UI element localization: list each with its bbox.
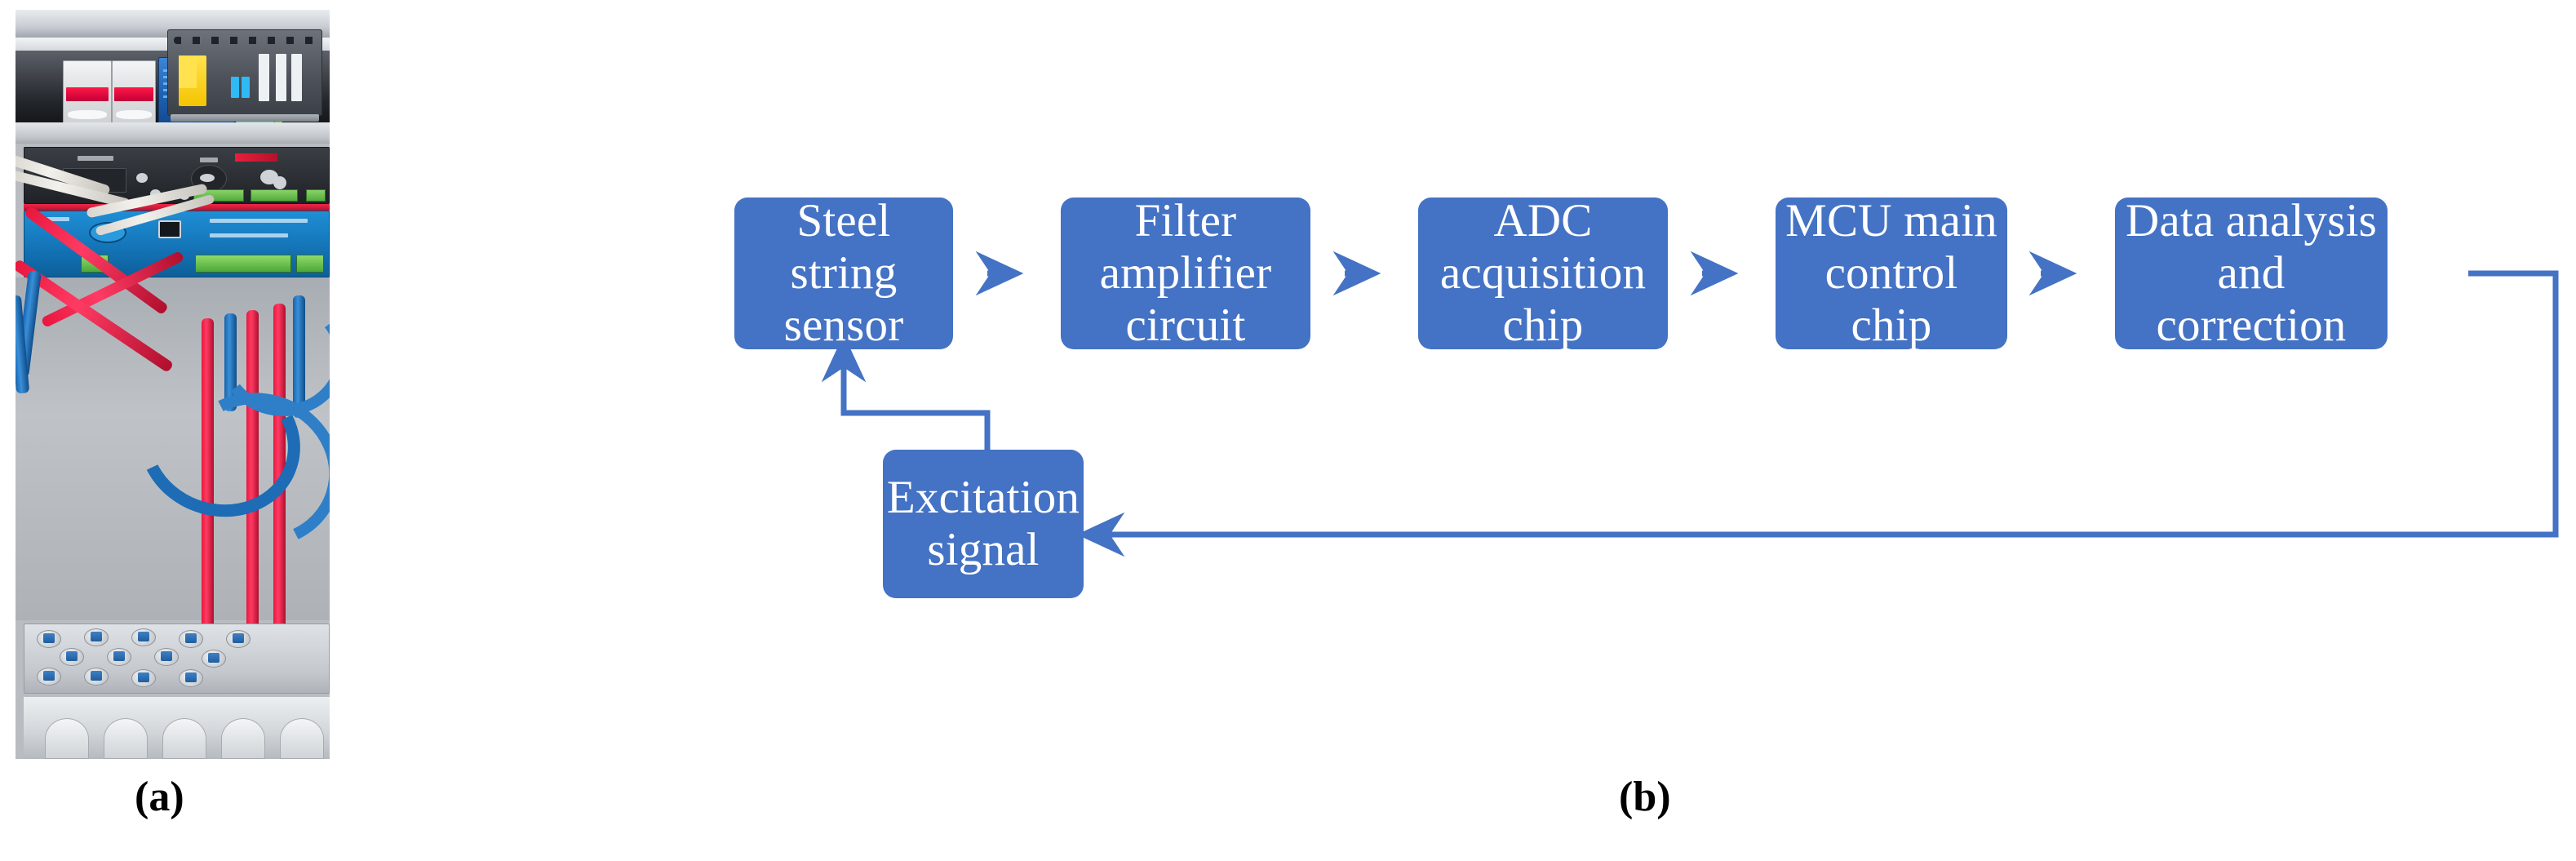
block-label: MCU main control chip	[1785, 195, 1997, 351]
green-terminal-block	[296, 255, 324, 273]
silkscreen-label	[200, 158, 218, 162]
block-excitation-signal[interactable]: Excitation signal	[883, 450, 1084, 598]
block-mcu-main-control-chip[interactable]: MCU main control chip	[1776, 195, 2007, 351]
white-label	[276, 54, 286, 101]
cable-gland	[202, 650, 226, 668]
panel-a-photograph	[16, 10, 330, 759]
indicator-dot	[136, 173, 148, 183]
block-label: ADC acquisition chip	[1439, 195, 1647, 351]
block-adc-acquisition-chip[interactable]: ADC acquisition chip	[1418, 195, 1668, 351]
rail-cutout	[45, 718, 89, 759]
cable-gland	[179, 630, 203, 648]
rail-cutout	[221, 718, 265, 759]
circuit-breaker-module	[63, 60, 112, 124]
status-led	[231, 77, 239, 98]
block-label: Data analysis and correction	[2125, 195, 2378, 351]
green-terminal-block	[251, 189, 298, 202]
green-terminal-block	[306, 189, 326, 202]
cable-gland	[37, 668, 61, 686]
signal-cable	[293, 295, 305, 418]
power-cable	[246, 310, 259, 694]
device-text	[210, 219, 308, 223]
power-cable	[273, 304, 286, 694]
arrow-excitation-to-sensor	[821, 334, 991, 450]
cabinet-photo	[16, 10, 330, 759]
status-led	[242, 77, 250, 98]
device-text	[210, 233, 288, 237]
block-label: Steel string sensor	[783, 195, 904, 351]
power-supply-module	[167, 29, 322, 122]
ethernet-port	[158, 220, 181, 238]
rail-cutout	[280, 718, 324, 759]
circuit-breaker-module	[112, 60, 156, 124]
rail-cutout	[104, 718, 148, 759]
block-filter-amplifier-circuit[interactable]: Filter amplifier circuit	[1061, 195, 1310, 351]
device-text	[35, 217, 69, 221]
cable-gland	[179, 669, 203, 687]
white-label	[259, 54, 269, 101]
yellow-warning-label-upper	[179, 55, 197, 88]
cable-gland	[84, 628, 109, 646]
white-label	[291, 54, 302, 101]
cable-gland	[84, 668, 109, 686]
cable-gland	[37, 630, 61, 648]
psu-base	[171, 114, 319, 122]
cable-gland	[60, 648, 84, 666]
cable-gland	[154, 648, 179, 666]
arrow-analysis-to-excitation	[1076, 270, 2559, 557]
connector-wires	[821, 251, 2559, 557]
power-cable	[202, 318, 214, 694]
red-label	[235, 153, 277, 162]
panel-b-block-diagram: Steel string sensor Filter amplifier cir…	[343, 0, 2576, 861]
cable-gland	[107, 648, 131, 666]
silkscreen-label	[78, 156, 113, 161]
rail-cutout	[162, 718, 206, 759]
indicator-dot	[200, 174, 215, 182]
cabinet-shelf	[16, 122, 330, 144]
bottom-rail	[24, 697, 330, 759]
signal-cable	[224, 313, 237, 411]
green-terminal-block	[195, 255, 291, 273]
block-steel-string-sensor[interactable]: Steel string sensor	[734, 195, 953, 351]
block-label: Filter amplifier circuit	[1099, 195, 1272, 351]
caption-panel-b: (b)	[1619, 774, 1671, 820]
indicator-dot	[273, 176, 286, 189]
cable-gland-tray	[24, 624, 330, 694]
ventilation-slots	[174, 37, 316, 44]
cable-gland	[131, 628, 156, 646]
cable-gland	[131, 669, 156, 687]
block-data-analysis-and-correction[interactable]: Data analysis and correction	[2115, 195, 2388, 351]
cable-gland	[226, 630, 251, 648]
block-label: Excitation signal	[886, 472, 1080, 575]
caption-panel-a: (a)	[135, 774, 184, 820]
